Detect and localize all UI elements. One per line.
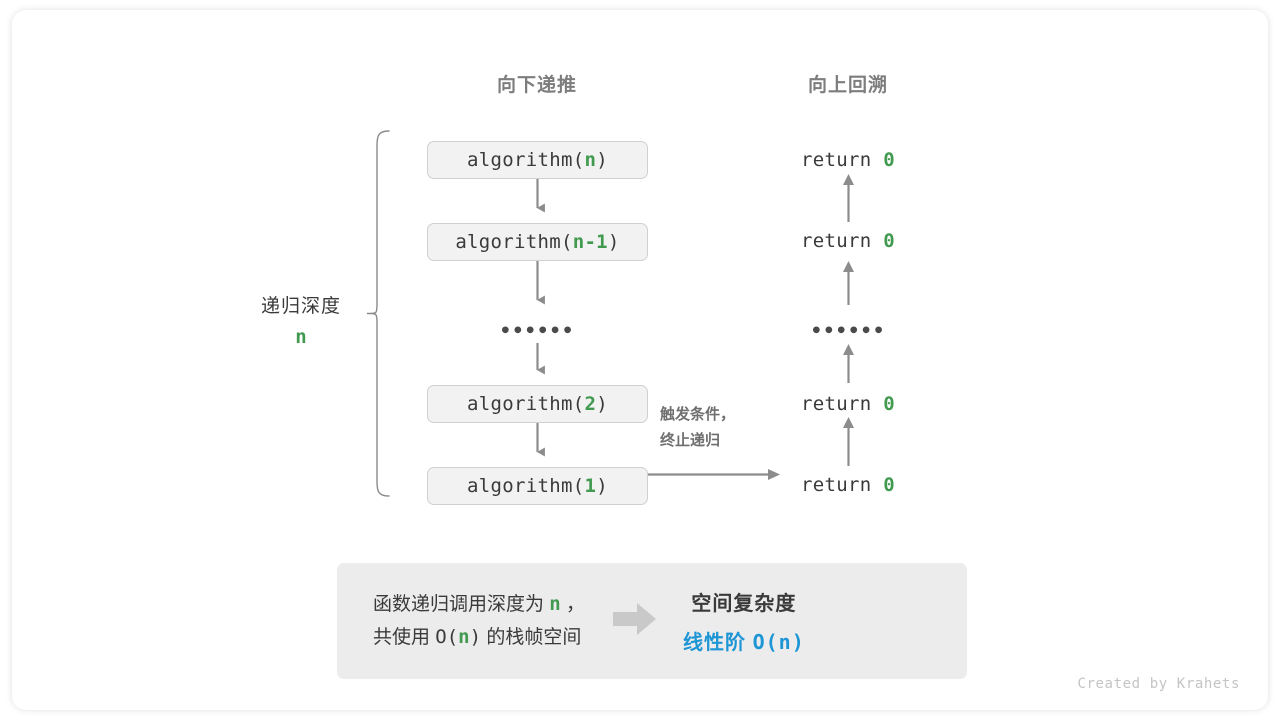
- call-prefix: algorithm(: [467, 149, 585, 171]
- column-header-downward: 向下递推: [496, 75, 578, 96]
- right-block-arrow-icon: [613, 602, 657, 641]
- call-box-n-minus-1[interactable]: algorithm(n-1): [427, 223, 648, 261]
- call-arg: 2: [584, 393, 597, 415]
- call-prefix: algorithm(: [467, 475, 585, 497]
- return-statement-2: return 0: [801, 230, 895, 252]
- call-prefix: algorithm(: [467, 393, 585, 415]
- return-statement-1: return 0: [801, 149, 895, 171]
- diagram-card: 向下递推 向上回溯: [12, 10, 1268, 710]
- complexity-result: 空间复杂度 线性阶 O(n): [683, 587, 805, 655]
- terminate-note-line2: 终止递归: [660, 432, 721, 450]
- return-value: 0: [883, 393, 895, 415]
- summary-line2-close: ): [469, 626, 482, 648]
- complexity-value-bigo: O(n): [752, 630, 805, 654]
- return-keyword: return: [801, 149, 872, 171]
- summary-line2-o: O(: [435, 626, 459, 648]
- summary-line2-prefix: 共使用: [373, 627, 436, 648]
- terminate-condition-note: 触发条件， 终止递归: [660, 402, 735, 455]
- summary-line2-n: n: [458, 626, 470, 648]
- ellipsis-right: ••••••: [810, 320, 886, 342]
- call-arg: 1: [584, 475, 597, 497]
- summary-line1-n: n: [549, 592, 561, 615]
- call-suffix: ): [596, 393, 608, 415]
- recursion-depth-label: 递归深度 n: [261, 291, 341, 348]
- summary-line2-suffix: 的栈帧空间: [481, 627, 582, 648]
- recursion-depth-value: n: [295, 326, 307, 348]
- summary-line-1: 函数递归调用深度为 n ，: [373, 588, 585, 621]
- ellipsis-left: ••••••: [499, 320, 575, 342]
- return-statement-4: return 0: [801, 474, 895, 496]
- call-suffix: ): [607, 231, 620, 253]
- call-box-2[interactable]: algorithm(2): [427, 385, 648, 423]
- call-box-1[interactable]: algorithm(1): [427, 467, 648, 505]
- base-case-arrow: [648, 469, 780, 480]
- call-box-n[interactable]: algorithm(n): [427, 141, 648, 179]
- return-value: 0: [883, 474, 895, 496]
- return-value: 0: [883, 230, 895, 252]
- return-value: 0: [883, 149, 895, 171]
- summary-line-2: 共使用 O(n) 的栈帧空间: [373, 621, 585, 654]
- return-keyword: return: [801, 474, 872, 496]
- recursion-depth-text: 递归深度: [260, 296, 342, 317]
- return-statement-3: return 0: [801, 393, 895, 415]
- call-prefix: algorithm(: [455, 231, 573, 253]
- summary-line1-prefix: 函数递归调用深度为: [373, 593, 550, 615]
- credit-text: Created by Krahets: [1077, 676, 1240, 692]
- complexity-title: 空间复杂度: [691, 593, 797, 615]
- terminate-note-line1: 触发条件，: [660, 406, 736, 423]
- column-header-upward: 向上回溯: [807, 75, 889, 96]
- return-keyword: return: [801, 393, 872, 415]
- call-arg: n-1: [572, 231, 608, 253]
- summary-line1-suffix: ，: [560, 593, 586, 615]
- call-suffix: ): [596, 149, 608, 171]
- complexity-value-cn: 线性阶: [683, 632, 747, 654]
- complexity-value: 线性阶 O(n): [683, 626, 805, 655]
- call-arg: n: [584, 149, 597, 171]
- summary-panel: 函数递归调用深度为 n ， 共使用 O(n) 的栈帧空间 空间复杂度 线性阶 O…: [337, 563, 967, 679]
- summary-description: 函数递归调用深度为 n ， 共使用 O(n) 的栈帧空间: [373, 588, 585, 655]
- call-suffix: ): [596, 475, 608, 497]
- return-keyword: return: [801, 230, 872, 252]
- recursion-depth-brace: [366, 130, 390, 497]
